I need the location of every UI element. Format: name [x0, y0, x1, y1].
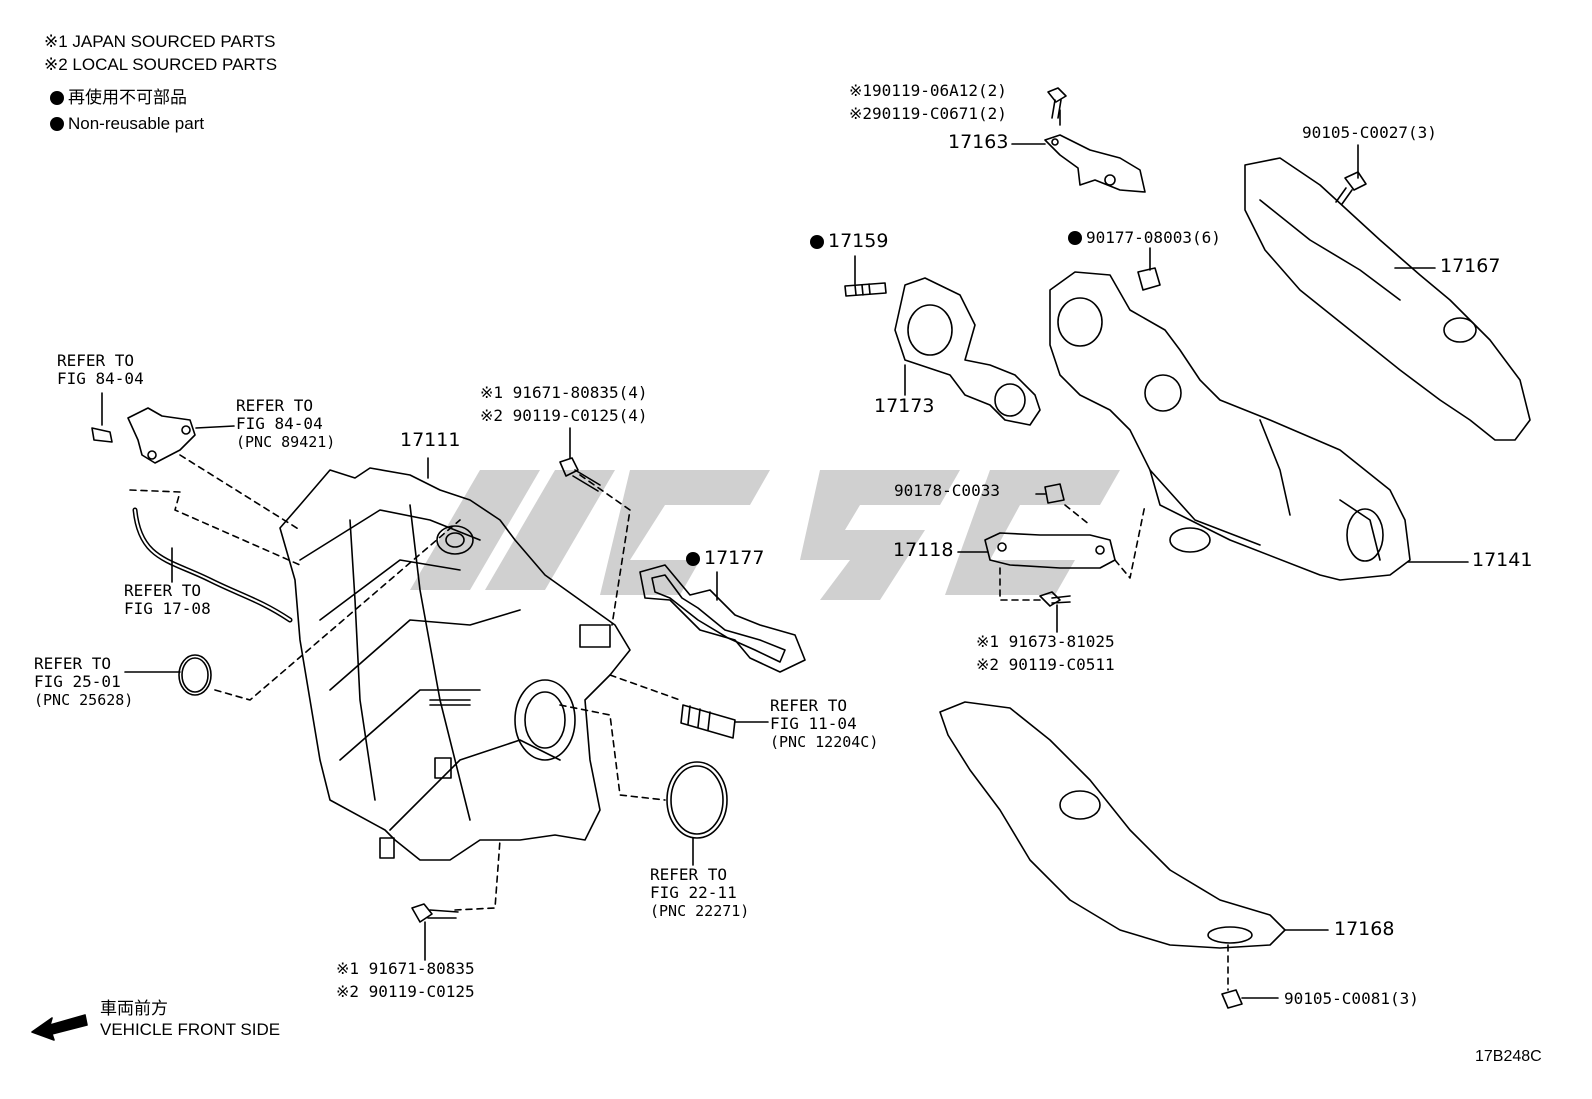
- bolt-91671-80835-lower: [411, 903, 459, 923]
- label-90105-c0027: 90105-C0027(3): [1302, 123, 1437, 142]
- intake-manifold-17111: [279, 467, 631, 861]
- sensor-12204c: [680, 704, 736, 739]
- heat-insulator-17167: [1244, 157, 1531, 441]
- legend-local: ※2 LOCAL SOURCED PARTS: [44, 55, 278, 74]
- dot-icon: [1068, 231, 1082, 245]
- label-91671-80835-4: ※1 91671-80835(4): [480, 383, 648, 402]
- label-17111: 17111: [400, 429, 461, 451]
- bolt-91673-81025: [1039, 591, 1071, 607]
- dot-icon: [810, 235, 824, 249]
- label-90119-c0671: ※290119-C0671(2): [849, 104, 1007, 123]
- label-90105-c0081: 90105-C0081(3): [1284, 989, 1419, 1008]
- label-90119-c0125-4: ※2 90119-C0125(4): [480, 406, 648, 425]
- front-side-jp: 車両前方: [100, 999, 168, 1018]
- gasket-22271: [666, 761, 728, 839]
- label-17118: 17118: [893, 539, 954, 561]
- dot-icon: [50, 91, 64, 105]
- leader-lines-right: [999, 504, 1229, 991]
- bolt-90119-06a12: [1047, 87, 1067, 119]
- front-arrow-icon: [31, 1014, 88, 1041]
- dot-icon: [50, 117, 64, 131]
- label-90119-06a12: ※190119-06A12(2): [849, 81, 1007, 100]
- label-17163: 17163: [948, 131, 1009, 153]
- heat-insulator-17168: [939, 701, 1286, 949]
- label-90119-c0125: ※2 90119-C0125: [336, 982, 475, 1001]
- hose-part: [132, 507, 293, 623]
- nut-90177-08003: [1137, 267, 1161, 291]
- legend-nonreusable-en: Non-reusable part: [50, 115, 204, 133]
- sensor-part: [91, 407, 196, 464]
- bolt-90105-c0027: [1335, 171, 1367, 205]
- exhaust-manifold-17141: [1049, 271, 1411, 581]
- label-90119-c0511: ※2 90119-C0511: [976, 655, 1115, 674]
- legend-nonreusable-jp: 再使用不可部品: [50, 89, 187, 107]
- legend-japan: ※1 JAPAN SOURCED PARTS: [44, 32, 276, 51]
- label-17173: 17173: [874, 395, 935, 417]
- label-91671-80835: ※1 91671-80835: [336, 959, 475, 978]
- front-side-en: VEHICLE FRONT SIDE: [100, 1020, 281, 1039]
- label-17177: 17177: [686, 549, 764, 568]
- bolt-90105-c0081: [1221, 989, 1243, 1009]
- nut-90178-c0033: [1044, 483, 1065, 504]
- label-17168: 17168: [1334, 918, 1395, 940]
- bracket-17163: [1044, 134, 1146, 193]
- bolt-91671-80835-upper: [559, 457, 601, 492]
- label-91673-81025: ※1 91673-81025: [976, 632, 1115, 651]
- solid-leaders: [101, 109, 1469, 999]
- figure-code: 17B248C: [1475, 1048, 1542, 1065]
- exhaust-gasket-17173: [894, 277, 1041, 426]
- dot-icon: [686, 552, 700, 566]
- gasket-ring-25628: [178, 654, 212, 696]
- label-17141: 17141: [1472, 549, 1533, 571]
- label-90177-08003: 90177-08003(6): [1068, 229, 1221, 247]
- gasket-17177: [639, 564, 806, 673]
- leader-lines-left: [129, 454, 681, 911]
- label-17159: 17159: [810, 232, 888, 251]
- label-90178-c0033: 90178-C0033: [894, 481, 1000, 500]
- label-17167: 17167: [1440, 255, 1501, 277]
- stud-17159: [844, 282, 887, 297]
- watermark-logo: [410, 470, 1120, 600]
